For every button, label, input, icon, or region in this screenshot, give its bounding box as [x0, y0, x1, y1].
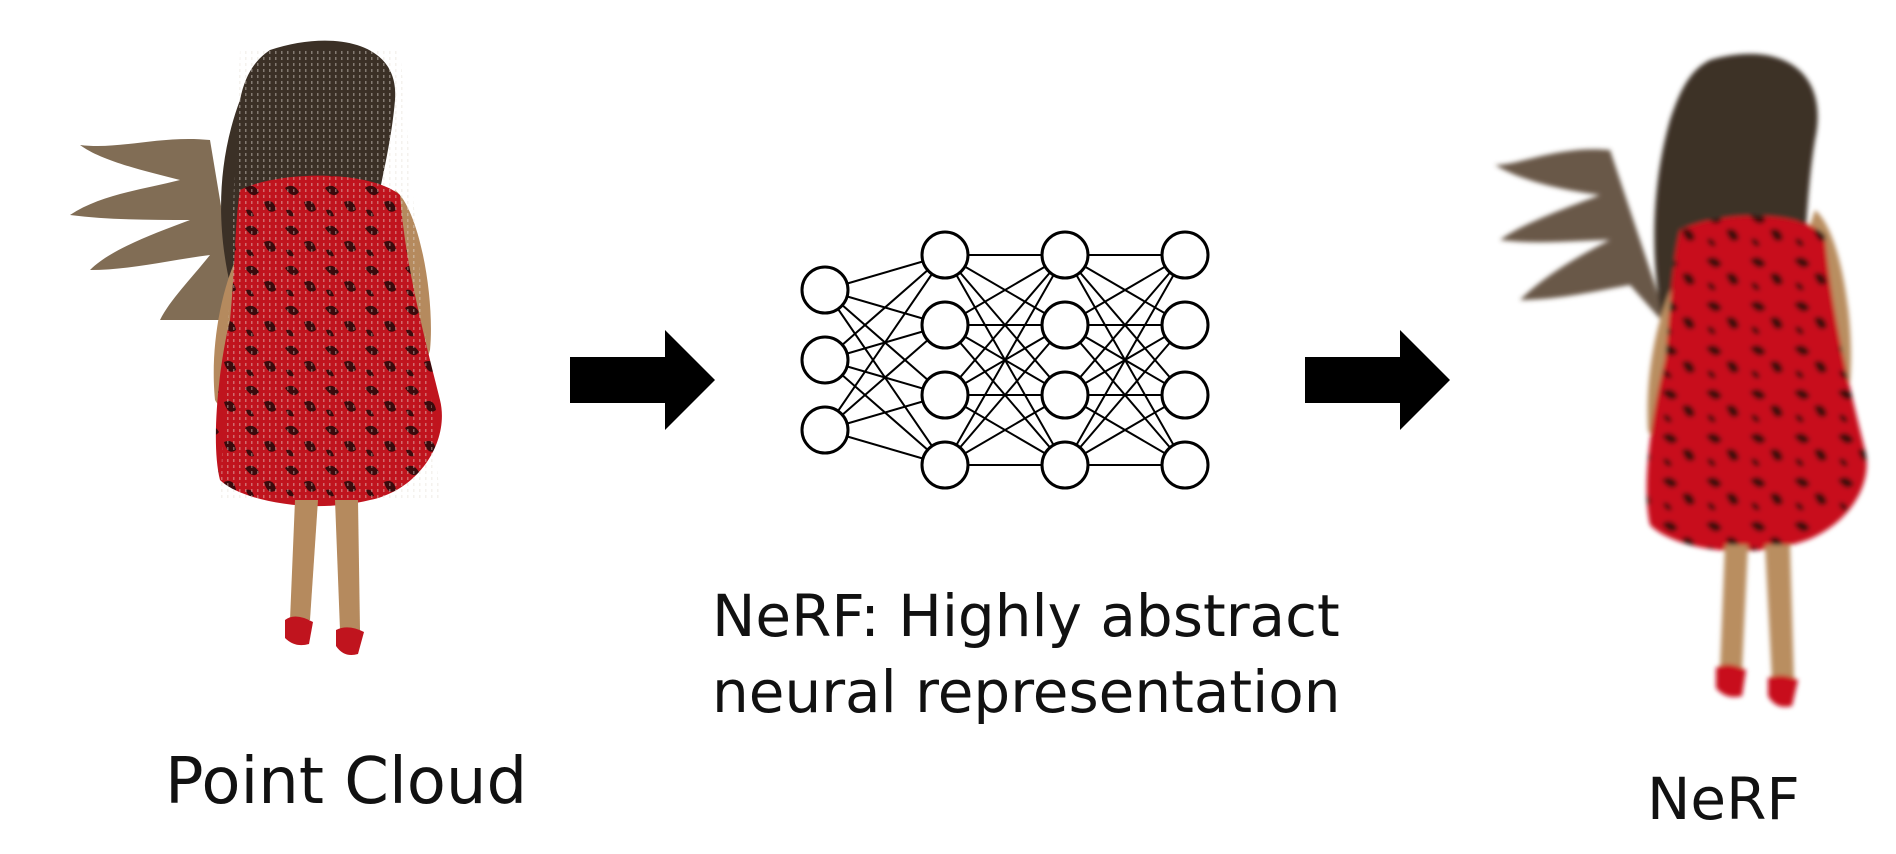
nerf-right-leg [1765, 545, 1794, 680]
nn-node [1160, 230, 1210, 280]
nn-edge [944, 254, 1066, 396]
nerf-label: NeRF [1647, 765, 1800, 833]
nn-edge [944, 254, 1066, 466]
point-cloud-figure [70, 40, 442, 655]
nerf-left-shoe [1716, 664, 1746, 697]
nn-edge [944, 324, 1066, 466]
nn-edge [824, 324, 946, 431]
nerf-right-shoe [1768, 675, 1798, 707]
nn-node [800, 265, 850, 315]
nn-node [920, 300, 970, 350]
nerf-dress [1646, 215, 1867, 552]
left-shoe [285, 616, 313, 646]
nn-node [800, 405, 850, 455]
neural-network-icon [800, 230, 1210, 490]
nn-node [1160, 440, 1210, 490]
nn-edge [1064, 254, 1186, 466]
nerf-left-leg [1720, 545, 1748, 670]
nn-edge [1064, 254, 1186, 396]
point-cloud-label: Point Cloud [165, 745, 528, 819]
nn-node [1040, 230, 1090, 280]
network-caption: NeRF: Highly abstract neural representat… [712, 578, 1341, 730]
hair-strands [70, 138, 240, 320]
nn-edge [824, 254, 946, 431]
arrow-1 [570, 330, 715, 430]
network-caption-line-1: NeRF: Highly abstract [712, 582, 1340, 650]
nn-edge [824, 254, 946, 361]
nn-node [1160, 300, 1210, 350]
nerf-figure [1495, 53, 1867, 707]
nn-node [920, 440, 970, 490]
arrow-2 [1305, 330, 1450, 430]
nn-node [920, 230, 970, 280]
right-leg [335, 500, 360, 630]
network-caption-line-2: neural representation [712, 658, 1341, 726]
right-shoe [336, 627, 364, 655]
nn-node [1040, 370, 1090, 420]
nerf-hair-strands [1495, 149, 1670, 330]
left-leg [290, 500, 318, 620]
nn-node [1160, 370, 1210, 420]
nn-edge [1064, 324, 1186, 466]
nn-node [800, 335, 850, 385]
nn-node [920, 370, 970, 420]
nn-node [1040, 300, 1090, 350]
nn-node [1040, 440, 1090, 490]
